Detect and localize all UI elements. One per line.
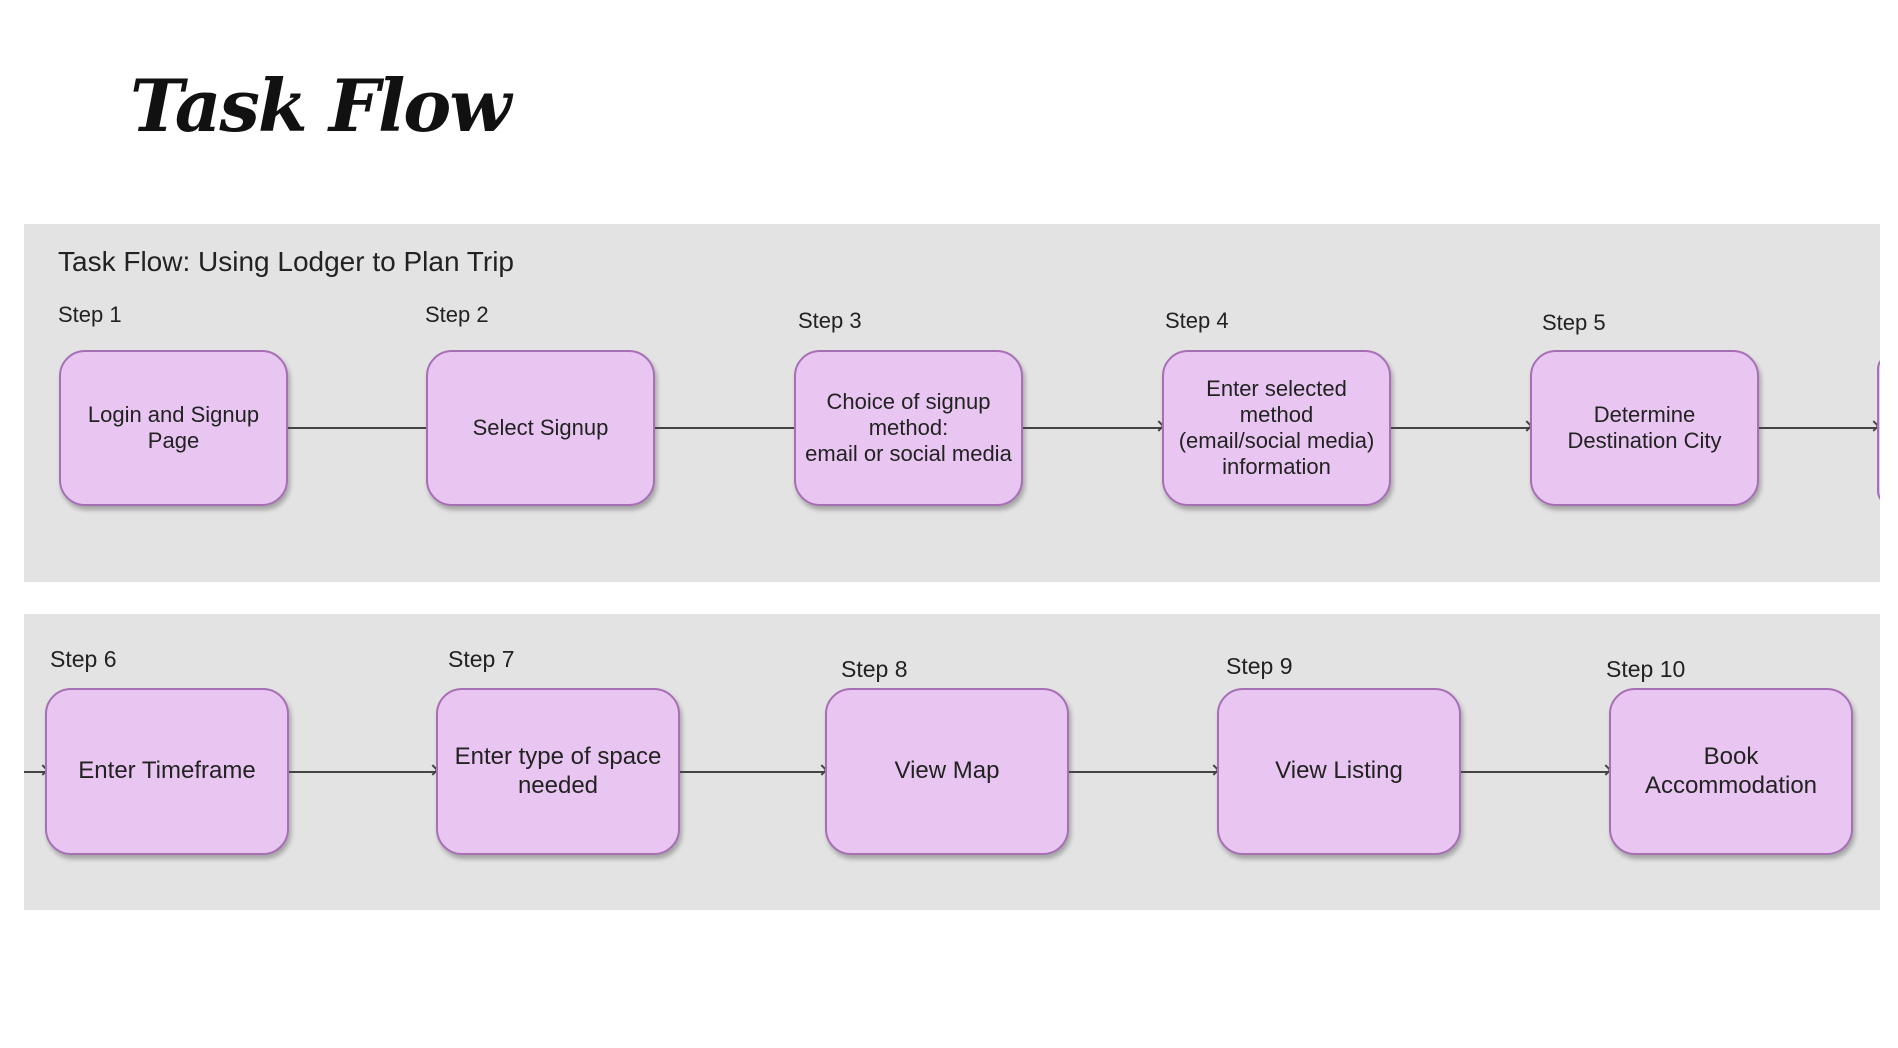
step-8-label: Step 8 [841,656,908,682]
flow-arrow [24,771,46,773]
flow-arrow [1391,427,1530,429]
step-9-label: Step 9 [1226,653,1293,679]
flow-arrow [289,771,436,773]
flow-arrow [1759,427,1877,429]
flow-arrow [1069,771,1217,773]
step-8-box: View Map [825,688,1069,855]
step-6-box-continued [1877,354,1880,506]
flow-arrow [655,427,815,429]
flow-arrow [1023,427,1162,429]
step-6-box: Enter Timeframe [45,688,289,855]
step-4-box: Enter selected method (email/social medi… [1162,350,1391,506]
step-5-box: Determine Destination City [1530,350,1759,506]
diagram-title: Task Flow: Using Lodger to Plan Trip [58,246,514,277]
task-flow-panel-row-2: Step 6 Enter Timeframe Step 7 Enter type… [24,614,1880,910]
page-title: Task Flow [130,63,511,148]
step-7-label: Step 7 [448,646,515,672]
step-2-label: Step 2 [425,302,489,327]
step-4-label: Step 4 [1165,308,1229,333]
task-flow-panel-row-1: Task Flow: Using Lodger to Plan Trip Ste… [24,224,1880,582]
step-10-label: Step 10 [1606,656,1686,682]
step-5-label: Step 5 [1542,310,1606,335]
step-7-box: Enter type of space needed [436,688,680,855]
step-6-label: Step 6 [50,646,117,672]
flow-arrow [680,771,825,773]
step-2-box: Select Signup [426,350,655,506]
step-1-label: Step 1 [58,302,122,327]
step-3-box: Choice of signup method: email or social… [794,350,1023,506]
flow-arrow [1461,771,1609,773]
step-9-box: View Listing [1217,688,1461,855]
flow-arrow [288,427,446,429]
step-3-label: Step 3 [798,308,862,333]
step-1-box: Login and Signup Page [59,350,288,506]
step-10-box: Book Accommodation [1609,688,1853,855]
